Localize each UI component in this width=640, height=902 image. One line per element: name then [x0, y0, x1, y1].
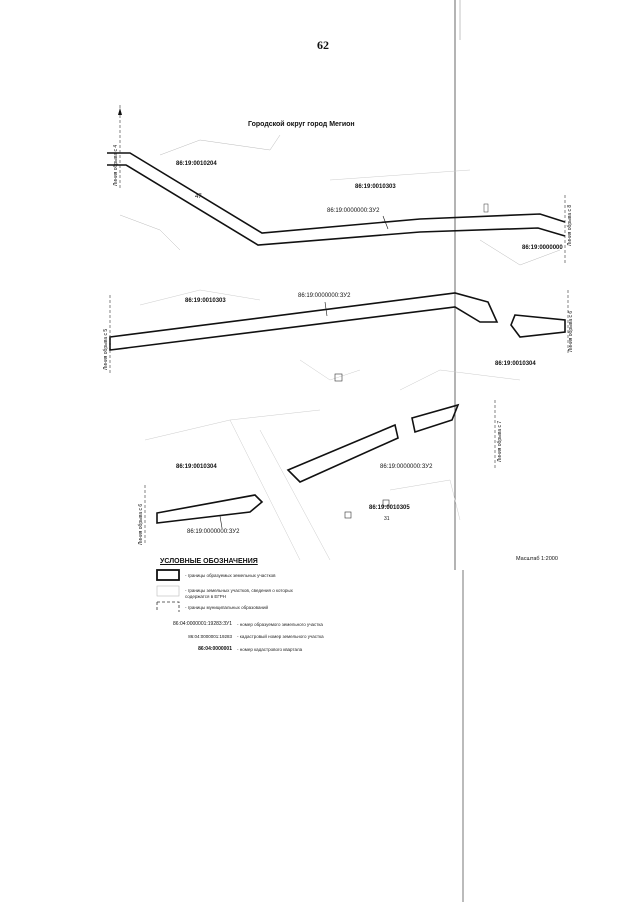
- break-line-label: Линия обрыва с 6: [138, 503, 144, 545]
- legend-code-quarter: 86:04:0000001: [198, 646, 232, 652]
- quarter-label: 86:19:0010304: [495, 361, 536, 367]
- parcel-boundary-zu2-panel1-lower: [107, 164, 566, 246]
- legend-item-text: - границы земельных участков, сведения о…: [185, 588, 293, 599]
- break-line-label: Линия обрыва с 6: [568, 310, 574, 352]
- break-line-label: Линия обрыва с 8: [567, 204, 573, 246]
- break-line-label: Линия обрыва с 4: [113, 144, 119, 186]
- break-line-label: Линия обрыва с 5: [103, 328, 109, 370]
- legend-symbols: [156, 569, 180, 612]
- legend-title: УСЛОВНЫЕ ОБОЗНАЧЕНИЯ: [160, 558, 258, 565]
- parcel-boundary-zu2-panel3-left: [156, 494, 264, 524]
- parcel-number-label: 31: [384, 516, 390, 522]
- break-line-label: Линия обрыва с 7: [497, 420, 503, 462]
- quarter-label: 86:19:0010303: [185, 298, 226, 304]
- parcel-number-label: 86:19:0000000:ЗУ2: [298, 293, 351, 299]
- legend-code-formed: 86:04:0000001:19283:ЗУ1: [173, 621, 232, 627]
- page-number: 62: [317, 38, 329, 52]
- parcel-number-label: 86:19:0000000:ЗУ2: [380, 464, 433, 470]
- parcel-boundary-zu2-panel1-upper: [107, 152, 566, 234]
- quarter-label: 86:19:0010204: [176, 161, 217, 167]
- quarter-label: 86:19:0010303: [355, 184, 396, 190]
- parcel-number-label: 47: [195, 194, 202, 200]
- legend-symbol-formed-parcel: [156, 569, 180, 581]
- quarter-label: 86:19:0010304: [176, 464, 217, 470]
- quarter-label: 86:19:0010305: [369, 505, 410, 511]
- legend-code-text: - номер кадастрового квартала: [237, 647, 303, 652]
- map-scale: Масштаб 1:2000: [516, 556, 558, 562]
- legend-item-text: - границы муниципальных образований: [185, 605, 268, 610]
- map-panel-2: [109, 289, 569, 391]
- parcel-boundary-zu2-panel2: [109, 292, 499, 351]
- parcel-number-label: 86:19:0000000:ЗУ2: [187, 529, 240, 535]
- legend-symbol-municipal-boundary: [156, 601, 180, 612]
- legend-symbol-egrn-parcel: [156, 585, 180, 597]
- map-panel-1: [107, 105, 566, 266]
- map-title: Городской округ город Мегион: [248, 121, 355, 128]
- cadastral-number-label: 86:19:0000000: [522, 245, 563, 251]
- map-panel-3: [144, 400, 496, 561]
- parcel-number-label: 86:19:0000000:ЗУ2: [327, 208, 380, 214]
- legend-code-text: - номер образуемого земельного участка: [237, 622, 323, 627]
- parcel-boundary-zu2-panel3-right: [411, 403, 460, 434]
- parcel-boundary-zu2-panel2-right: [510, 314, 566, 338]
- legend-item-text: - границы образуемых земельных участков: [185, 573, 276, 578]
- legend-code-text: - кадастровый номер земельного участка: [237, 634, 324, 639]
- legend-code-cadastral: 86:04:0000001:19283: [188, 634, 232, 639]
- parcel-boundary-zu2-panel3-mid: [286, 423, 399, 483]
